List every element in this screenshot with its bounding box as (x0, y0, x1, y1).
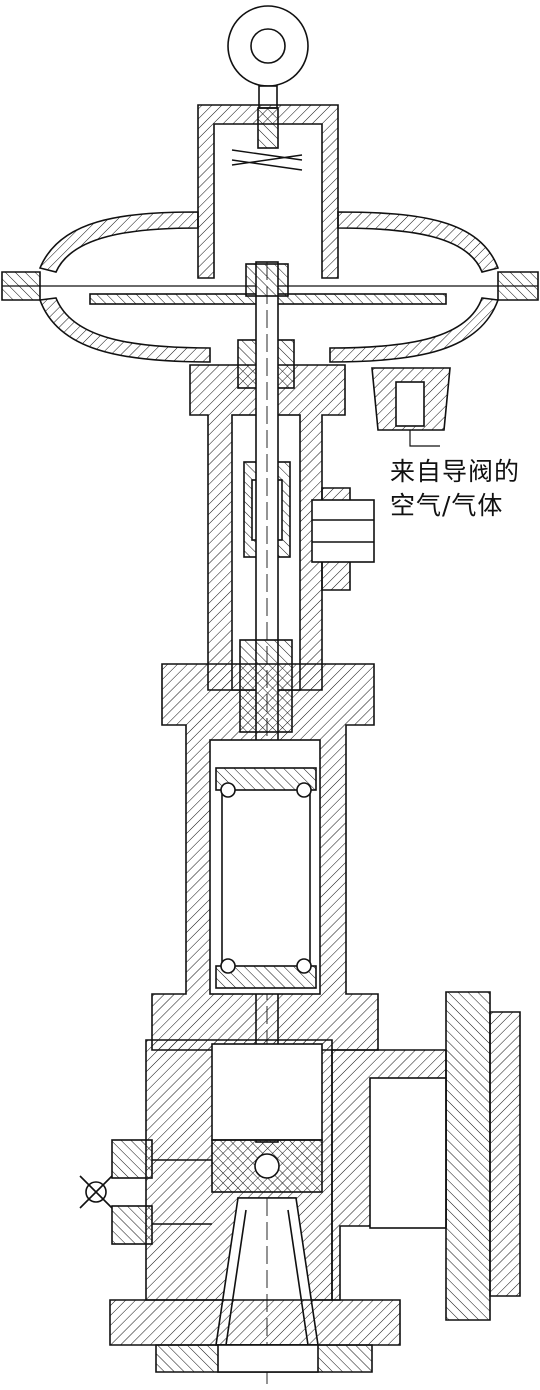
main-spring (215, 767, 317, 989)
spring-cap (197, 104, 339, 279)
annotation-line-1: 来自导阀的 (390, 457, 521, 486)
lifting-eye (227, 5, 309, 109)
inlet-flange (109, 1299, 401, 1373)
annotation-line-2: 空气/气体 (390, 491, 504, 520)
pilot-air-inlet-fitting (371, 367, 451, 447)
valve-disc (211, 1139, 323, 1193)
side-lock-nut (311, 487, 375, 591)
adjusting-screws (79, 1139, 212, 1245)
